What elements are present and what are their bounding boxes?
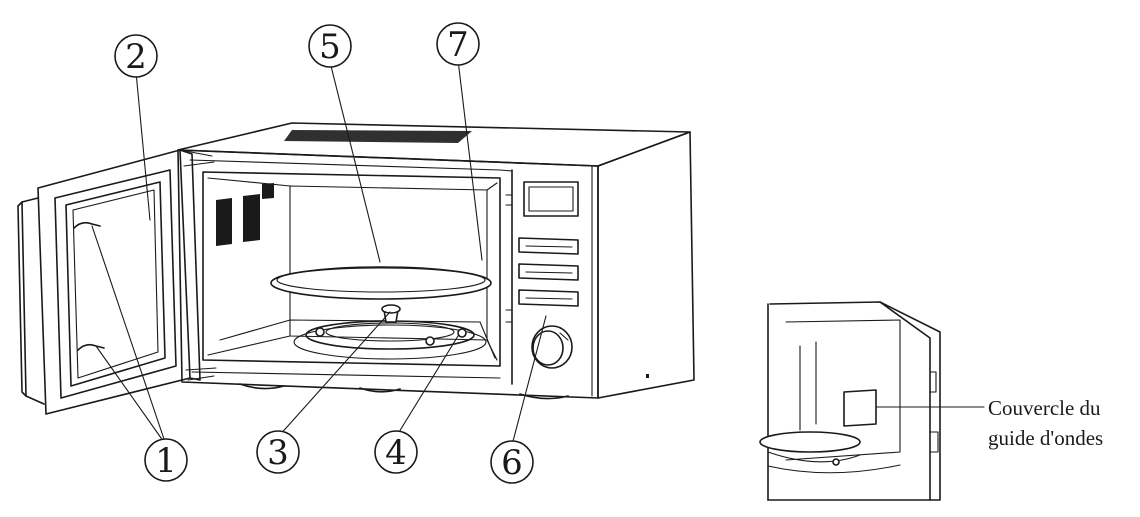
callout-number-3: 3 (267, 433, 289, 473)
waveguide-cover (843, 389, 877, 427)
callout-circle-7 (436, 22, 480, 66)
callout-circle-2 (114, 34, 158, 78)
waveguide-label-line1: Couvercle du (988, 396, 1101, 420)
cavity-opening (202, 171, 501, 367)
callout-circle-1 (144, 438, 188, 482)
callout-circle-6 (490, 440, 534, 484)
top-vent (284, 130, 472, 143)
callout-number-7: 7 (447, 25, 469, 65)
callout-number-1: 1 (155, 441, 177, 481)
callout-number-6: 6 (501, 443, 523, 483)
callout-number-4: 4 (385, 433, 407, 473)
waveguide-inset (759, 301, 985, 501)
turntable-shaft (381, 304, 401, 323)
control-knob (531, 325, 573, 369)
microwave-door (17, 149, 217, 415)
callout-labels: 1 2 3 4 5 6 7 (114, 22, 534, 484)
leader-lines (91, 59, 547, 446)
callout-circle-5 (308, 24, 352, 68)
waveguide-cover-label: Couvercle du guide d'ondes (988, 393, 1103, 453)
roller-ring (293, 320, 487, 360)
callout-number-2: 2 (125, 37, 147, 77)
glass-turntable (270, 266, 492, 300)
callout-circle-3 (256, 430, 300, 474)
display-window (523, 181, 579, 217)
callout-circle-4 (374, 430, 418, 474)
side-vents (216, 183, 274, 246)
control-buttons (518, 237, 579, 307)
callout-number-5: 5 (319, 27, 341, 67)
waveguide-label-line2: guide d'ondes (988, 426, 1104, 450)
